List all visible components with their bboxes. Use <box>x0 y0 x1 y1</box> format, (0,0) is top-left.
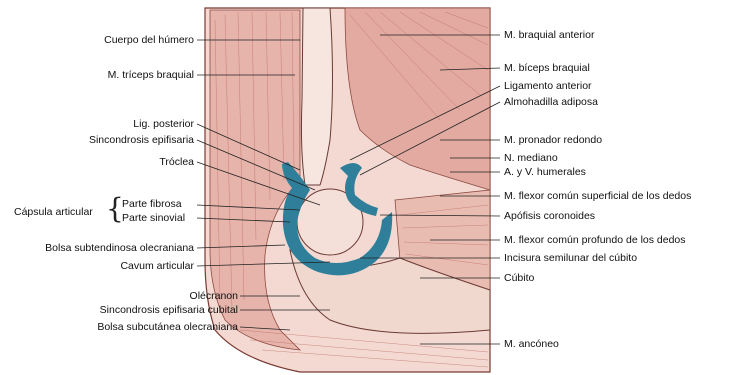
label-biceps: M. bíceps braquial <box>504 62 590 74</box>
label-capsula-articular: Cápsula articular <box>14 206 93 218</box>
label-triceps: M. tríceps braquial <box>108 69 194 81</box>
label-parte-fibrosa: Parte fibrosa <box>122 198 182 210</box>
label-flexor-superficial: M. flexor común superficial de los dedos <box>504 190 691 202</box>
label-n-mediano: N. mediano <box>504 152 558 164</box>
label-flexor-profundo: M. flexor común profundo de los dedos <box>504 234 686 246</box>
label-lig-posterior: Lig. posterior <box>133 118 194 130</box>
label-anconeo: M. ancóneo <box>504 338 559 350</box>
label-apofisis-coronoides: Apófisis coronoides <box>504 210 595 222</box>
label-sincondrosis-cubital: Sincondrosis epifisaria cubital <box>100 304 238 316</box>
label-cubito: Cúbito <box>504 272 534 284</box>
label-parte-sinovial: Parte sinovial <box>122 212 185 224</box>
label-cavum-articular: Cavum articular <box>120 260 194 272</box>
label-troclea: Tróclea <box>159 156 194 168</box>
label-bolsa-subtendinosa: Bolsa subtendinosa olecraniana <box>45 242 194 254</box>
label-a-v-humerales: A. y V. humerales <box>504 166 586 178</box>
label-olecranon: Olécranon <box>190 290 238 302</box>
label-bolsa-subcutanea: Bolsa subcutánea olecraniana <box>97 321 238 333</box>
label-ligamento-anterior: Ligamento anterior <box>504 80 592 92</box>
label-braquial-anterior: M. braquial anterior <box>504 29 594 41</box>
label-pronador-redondo: M. pronador redondo <box>504 134 602 146</box>
label-almohadilla-adiposa: Almohadilla adiposa <box>504 96 598 108</box>
label-cuerpo-humero: Cuerpo del húmero <box>104 34 194 46</box>
label-sincondrosis-epifisaria: Sincondrosis epifisaria <box>89 134 194 146</box>
label-incisura-semilunar: Incisura semilunar del cúbito <box>504 252 637 264</box>
